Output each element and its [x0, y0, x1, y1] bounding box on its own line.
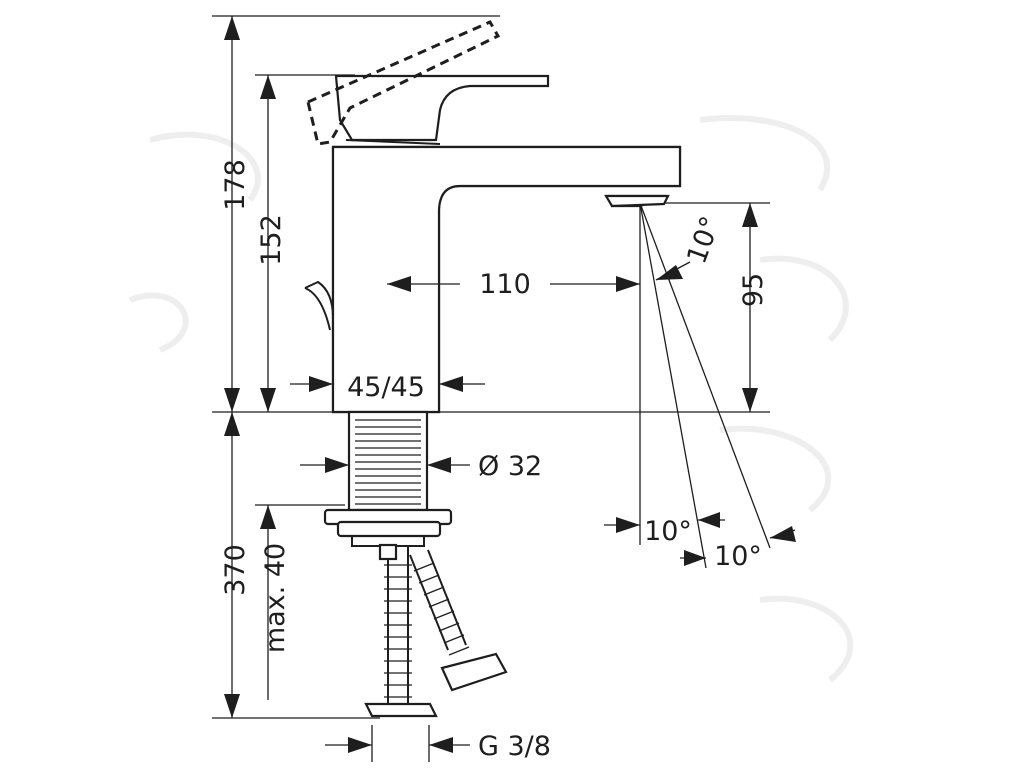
label-spout-outlet-height: 95: [738, 273, 769, 307]
faucet-lever: [334, 74, 550, 142]
mounting-nut: [323, 508, 453, 547]
pop-up-rod: [304, 280, 334, 331]
lever-alternate-position: [306, 20, 501, 146]
hose-rib: [418, 574, 440, 584]
label-body-size: 45/45: [347, 372, 425, 403]
hose-rib: [438, 622, 460, 632]
label-shank-diameter: Ø 32: [478, 451, 542, 482]
connection-hoses: [364, 543, 508, 718]
hose-valve-left: [364, 702, 438, 718]
threaded-shank: [347, 410, 429, 512]
label-angle-bottom-left: 10°: [644, 516, 692, 547]
label-hose-length: 370: [220, 544, 251, 596]
label-connection-thread: G 3/8: [478, 731, 551, 762]
faucet-body: [304, 74, 682, 414]
hose-rib: [443, 634, 465, 644]
label-lever-height: 152: [256, 214, 287, 266]
dimension-lines: [224, 16, 796, 753]
hose-rib: [413, 562, 435, 572]
lever-base: [345, 139, 441, 145]
hose-rib: [448, 646, 470, 656]
hose-rib: [423, 586, 445, 596]
label-angle-bottom-right: 10°: [714, 541, 762, 572]
label-spout-reach: 110: [479, 269, 531, 300]
hose-valve-right: [440, 652, 508, 692]
label-angle-top: 10°: [681, 212, 726, 268]
hose-angled: [409, 549, 467, 651]
label-total-height: 178: [220, 159, 251, 211]
label-max-counter-thickness: max. 40: [260, 543, 291, 653]
background-watermark: [128, 115, 854, 683]
hose-rib: [428, 598, 450, 608]
spout-aerator: [604, 194, 670, 208]
water-stream-lines: [639, 202, 771, 569]
hose-rib: [433, 610, 455, 620]
faucet-outline: [331, 145, 682, 414]
extension-lines: [212, 15, 770, 762]
